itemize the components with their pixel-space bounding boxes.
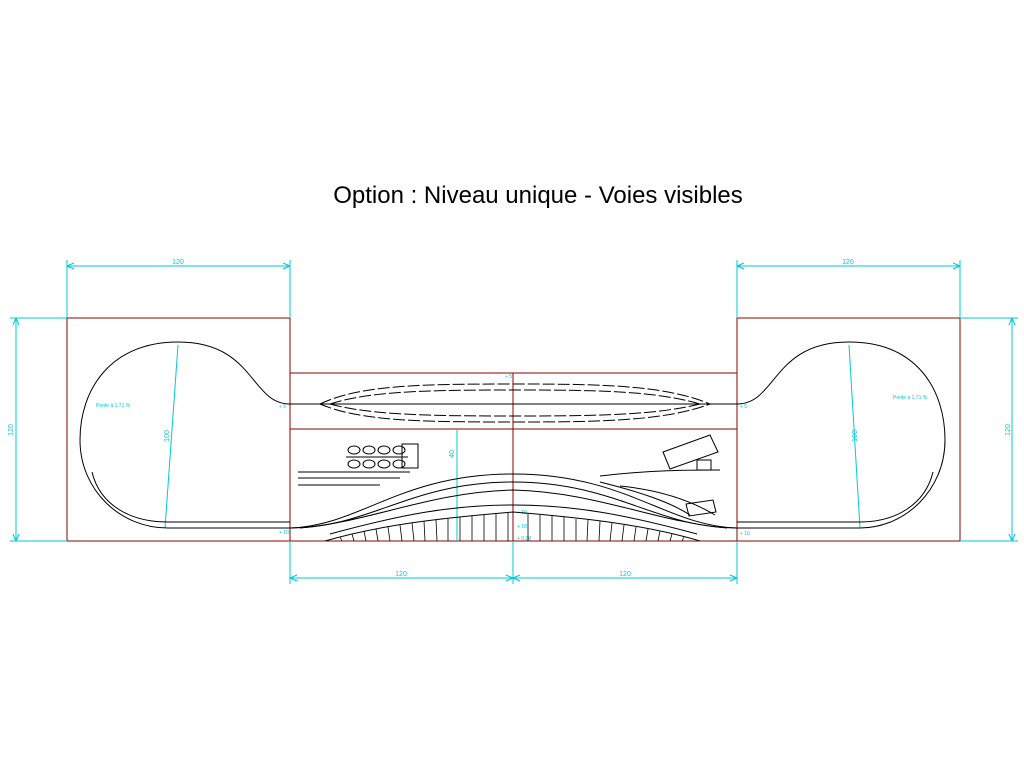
dim-right-height: 120 [1005,424,1012,436]
upper-loop-north-2 [329,389,701,405]
top-center-level: + 5 [505,374,512,380]
right-slope-label: Pente à 1,71 % [893,395,928,401]
right-lower-level: + 10 [740,531,750,537]
dim-top-left: 120 [172,259,184,266]
annex [696,459,712,471]
dimension-lines [10,260,1018,584]
dim-left-loop: 100 [164,430,171,442]
embankment-edge [324,511,701,542]
left-upper-level: + 5 [279,404,286,410]
left-module-frame [66,317,291,542]
dimension-ticks [12,262,1016,582]
baseboard-frames [66,317,961,542]
left-slope-label: Pente à 1,71 % [96,403,131,409]
right-upper-level: + 5 [740,404,747,410]
center-level-b: + 10 [517,524,527,530]
dim-center-depth: 40 [449,450,456,458]
small-shed [685,499,717,517]
right-loop-inner [737,471,934,523]
embankment-hatching [339,513,685,542]
lower-mainline-4 [329,504,698,535]
left-lower-level: + 10 [279,530,289,536]
page-title: Option : Niveau unique - Voies visibles [333,182,743,209]
center-bottom-level: + 0,00 [517,536,531,542]
dim-right-loop: 100 [852,430,859,442]
left-loop-inner [91,471,290,523]
lower-mainline-outer [289,473,738,529]
right-module-frame [736,317,961,542]
upper-loop-south [329,403,701,417]
buildings [662,434,719,517]
lower-mainline-3 [299,489,728,529]
dim-top-right: 120 [842,259,854,266]
upper-loop-north [319,383,711,405]
dim-left-height: 120 [8,424,15,436]
dim-bottom-left: 120 [395,571,407,578]
storage-tanks [346,443,419,469]
upper-loop-south-2 [319,403,711,423]
dim-bottom-right: 120 [619,571,631,578]
left-return-loop [79,341,291,529]
lower-mainline-inner [289,481,738,529]
warehouse [662,434,719,470]
right-return-loop [736,341,946,529]
track-plan [79,341,946,542]
